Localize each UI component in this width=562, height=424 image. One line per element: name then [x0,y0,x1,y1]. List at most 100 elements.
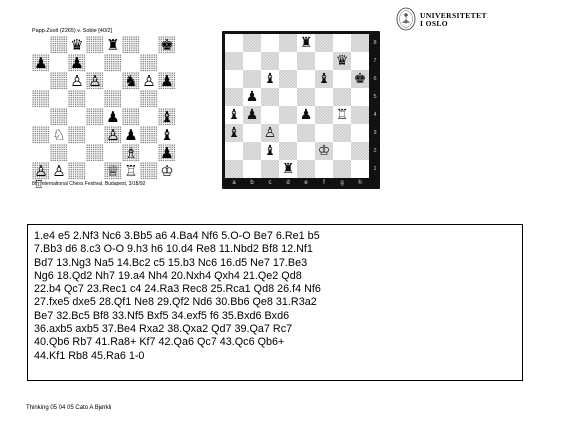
chess-piece-icon: ♟ [34,54,47,72]
board-square [225,52,243,70]
file-label: h [351,178,369,188]
chess-piece-icon: ♜ [300,34,313,52]
board-square: ♜ [104,36,122,54]
board-square [261,88,279,106]
board-square [315,124,333,142]
board-square [140,144,158,162]
chess-piece-icon: ♟ [246,88,259,106]
board-square [140,162,158,180]
rank-label: 5 [370,88,380,106]
chess-piece-icon: ♟ [160,72,173,90]
board-square [351,160,369,178]
board-square: ♝ [261,142,279,160]
diagram-source: 8th International Chess Festival, Budape… [32,181,145,187]
file-label: b [243,178,261,188]
chess-piece-icon: ♔ [160,162,173,180]
board-square [225,142,243,160]
board-square [333,70,351,88]
rank-label: 1 [370,160,380,178]
board-square [68,126,86,144]
board-square [279,106,297,124]
board-square: ♔ [158,162,176,180]
chess-piece-icon: ♟ [160,144,173,162]
board-square [225,160,243,178]
board-square [261,106,279,124]
board-square: ♝ [225,106,243,124]
board-square [279,70,297,88]
board-square: ♟ [122,126,140,144]
rank-label: 6 [370,70,380,88]
logo-text: UNIVERSITETET I OSLO [420,12,487,28]
board-square: ♜ [297,34,315,52]
board-square [68,162,86,180]
chess-piece-icon: ♝ [318,70,331,88]
board-square [32,126,50,144]
seal-icon [396,7,416,31]
board-square [243,142,261,160]
board-square: ♖ [333,106,351,124]
board-square [315,34,333,52]
board-square [86,126,104,144]
board-square [86,90,104,108]
board-square [243,160,261,178]
board-square: ♙ [261,124,279,142]
board-square [315,106,333,124]
board-square [315,88,333,106]
board-square: ♝ [261,70,279,88]
board-square [261,160,279,178]
board-square [225,88,243,106]
board-square [333,34,351,52]
board-square: ♞ [122,72,140,90]
board-square: ♟ [243,106,261,124]
board-square: ♙ [140,72,158,90]
board-square [140,54,158,72]
chess-piece-icon: ♝ [264,142,277,160]
board-square [333,160,351,178]
rank-label: 2 [370,142,380,160]
board-square [333,124,351,142]
file-labels: abcdefgh [225,178,369,188]
board-square [243,52,261,70]
board-square [32,90,50,108]
chess-piece-icon: ♙ [264,124,277,142]
board-square [122,54,140,72]
board-square [50,108,68,126]
chess-piece-icon: ♟ [70,54,83,72]
board-square [122,108,140,126]
chess-piece-icon: ♗ [124,144,137,162]
board-square [351,34,369,52]
board-square: ♟ [158,144,176,162]
board-square [225,34,243,52]
file-label: e [297,178,315,188]
board-square [140,126,158,144]
board-square [104,54,122,72]
board-square [279,52,297,70]
chess-piece-icon: ♔ [318,142,331,160]
board-square [140,90,158,108]
board-square [351,88,369,106]
board-square [50,72,68,90]
right-chessboard: ♜♛♝♝♚♟♝♟♟♖♝♙♝♔♜ [225,34,369,178]
chess-piece-icon: ♝ [160,108,173,126]
board-square [50,54,68,72]
chess-piece-icon: ♙ [142,72,155,90]
chess-piece-icon: ♜ [106,36,119,54]
board-square [297,70,315,88]
rank-labels: 87654321 [370,34,380,178]
chess-piece-icon: ♘ [52,126,65,144]
left-chessboard: ♛♜♚♟♟♙♙♞♙♟♟♝♘♙♟♝♗♟♙♙♕♖♔ [32,36,176,180]
chess-piece-icon: ♟ [124,126,137,144]
board-square: ♝ [158,126,176,144]
file-label: a [225,178,243,188]
university-logo: UNIVERSITETET I OSLO [396,7,516,35]
board-square [140,108,158,126]
chess-piece-icon: ♝ [160,126,173,144]
board-square [333,142,351,160]
left-chess-diagram: Papp.Zsolt (2265) v. Soble [40/2] ♛♜♚♟♟♙… [30,28,192,194]
board-square [122,36,140,54]
board-square [261,52,279,70]
chess-piece-icon: ♖ [124,162,137,180]
rank-label: 4 [370,106,380,124]
chess-piece-icon: ♙ [106,126,119,144]
board-square [68,144,86,162]
